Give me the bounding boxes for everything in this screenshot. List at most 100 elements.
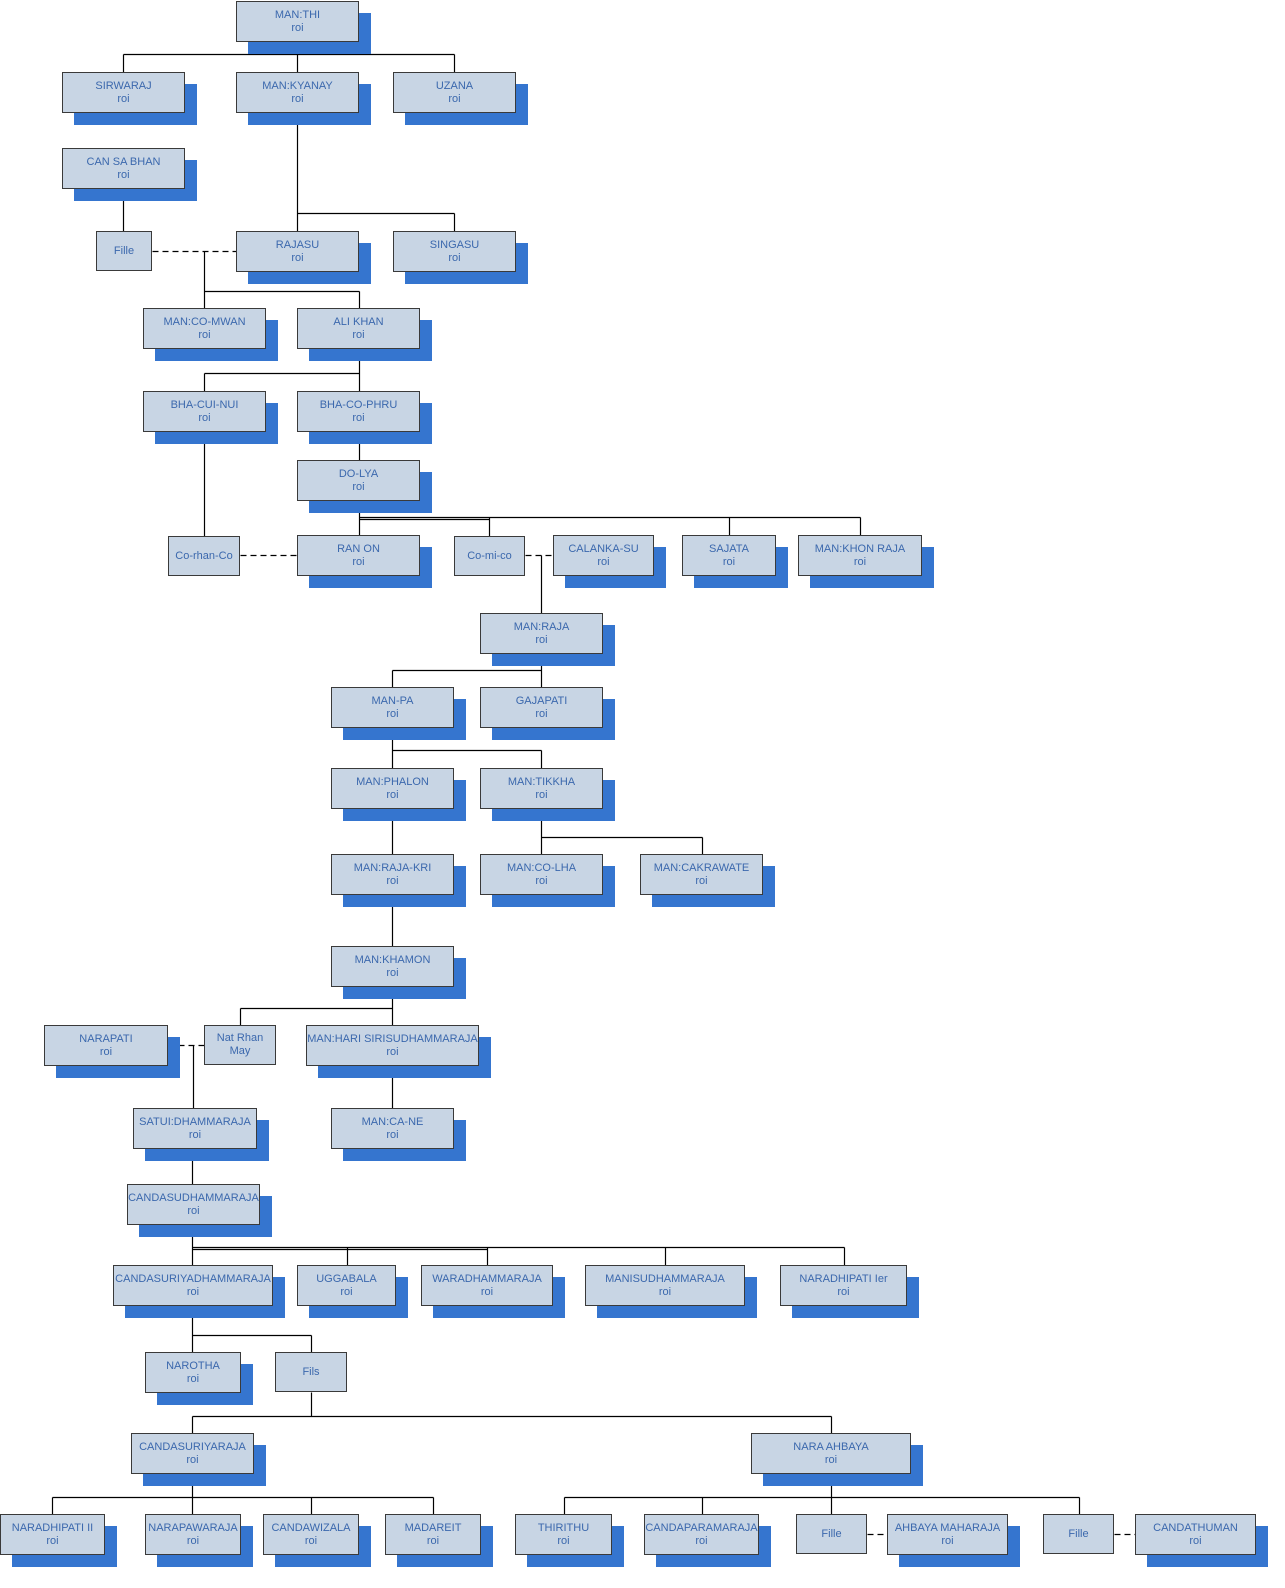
person-name: CAN SA BHAN [86, 155, 161, 168]
person-name: MAN:PHALON [356, 775, 429, 788]
person-name: MAN:CO-LHA [506, 861, 577, 874]
person-title: roi [426, 1534, 440, 1547]
person-name: NARA AHBAYA [793, 1440, 869, 1453]
person-title: roi [117, 168, 130, 181]
person-title: roi [695, 1534, 708, 1547]
person-title: roi [535, 707, 548, 720]
person-title: roi [722, 555, 736, 568]
person-name: MAN:CA-NE [361, 1115, 424, 1128]
person-title: May [229, 1045, 251, 1057]
person-title: roi [386, 788, 399, 801]
person-name: NARAPATI [79, 1032, 133, 1045]
person-node[interactable]: Co-mi-co [454, 536, 525, 576]
person-title: roi [198, 411, 211, 424]
person-title: roi [188, 1128, 202, 1141]
person-title: roi [291, 92, 304, 105]
person-title: roi [186, 1534, 200, 1547]
person-title: roi [352, 555, 365, 568]
person-name: MAN:CO-MWAN [163, 315, 246, 328]
person-title: roi [198, 328, 211, 341]
person-name: CANDASURIYARAJA [139, 1440, 246, 1453]
person-node[interactable]: Fille [96, 231, 152, 271]
person-node[interactable]: Fille [796, 1514, 867, 1554]
person-name: MAN:CAKRAWATE [653, 861, 750, 874]
person-name: Fille [821, 1527, 842, 1540]
person-node[interactable]: Fille [1043, 1514, 1114, 1554]
person-title: roi [386, 707, 399, 720]
person-name: RAN ON [337, 542, 380, 555]
person-name: AHBAYA MAHARAJA [894, 1521, 1001, 1534]
person-node[interactable]: Fils [275, 1352, 347, 1392]
person-title: roi [386, 1128, 399, 1141]
person-title: roi [535, 788, 548, 801]
person-name: UGGABALA [316, 1272, 377, 1285]
person-title: roi [186, 1453, 199, 1466]
person-name: Fille [1068, 1527, 1089, 1540]
person-name: ALI KHAN [333, 315, 384, 328]
person-title: roi [386, 966, 399, 979]
person-name: MAN-PA [371, 694, 414, 707]
person-title: roi [46, 1534, 59, 1547]
person-name: Nat Rhan [216, 1032, 264, 1044]
person-title: roi [186, 1372, 200, 1385]
person-node[interactable]: Co-rhan-Co [168, 536, 240, 576]
person-name: MAN:RAJA [513, 620, 570, 633]
person-title: roi [480, 1285, 494, 1298]
person-name: MAN:KYANAY [262, 79, 333, 92]
person-title: roi [853, 555, 867, 568]
person-title: roi [448, 92, 461, 105]
person-name: CANDATHUMAN [1153, 1521, 1238, 1534]
person-name: NARADHIPATI II [11, 1521, 94, 1534]
person-name: GAJAPATI [515, 694, 568, 707]
person-title: roi [535, 633, 548, 646]
person-title: roi [557, 1534, 570, 1547]
